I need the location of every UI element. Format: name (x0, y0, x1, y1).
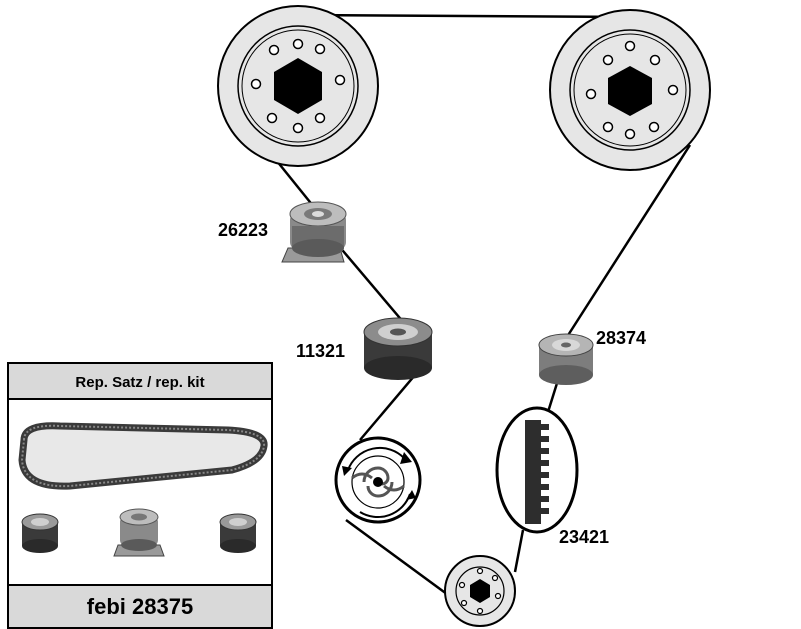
kit-title: Rep. Satz / rep. kit (75, 374, 204, 391)
camshaft-pulley-right (549, 9, 711, 171)
kit-tensioner-image (113, 508, 165, 557)
camshaft-pulley-left (217, 5, 379, 167)
water-pump (334, 436, 422, 524)
kit-belt-image (18, 422, 268, 490)
label-idler-left: 11321 (296, 341, 345, 361)
kit-idler-left-image (21, 513, 59, 553)
kit-idler-right-image (219, 513, 257, 553)
kit-footer: febi 28375 (87, 594, 193, 619)
idler-pulley-left (363, 317, 433, 380)
label-tensioner: 26223 (218, 220, 268, 240)
label-idler-right: 28374 (596, 328, 646, 348)
tensioner-pulley (281, 201, 347, 263)
crankshaft-pulley (444, 555, 516, 627)
idler-pulley-right (538, 333, 594, 385)
repair-kit-panel: Rep. Satz / rep. kit (7, 362, 273, 629)
timing-belt-closeup (495, 406, 579, 534)
label-belt: 23421 (559, 527, 609, 547)
